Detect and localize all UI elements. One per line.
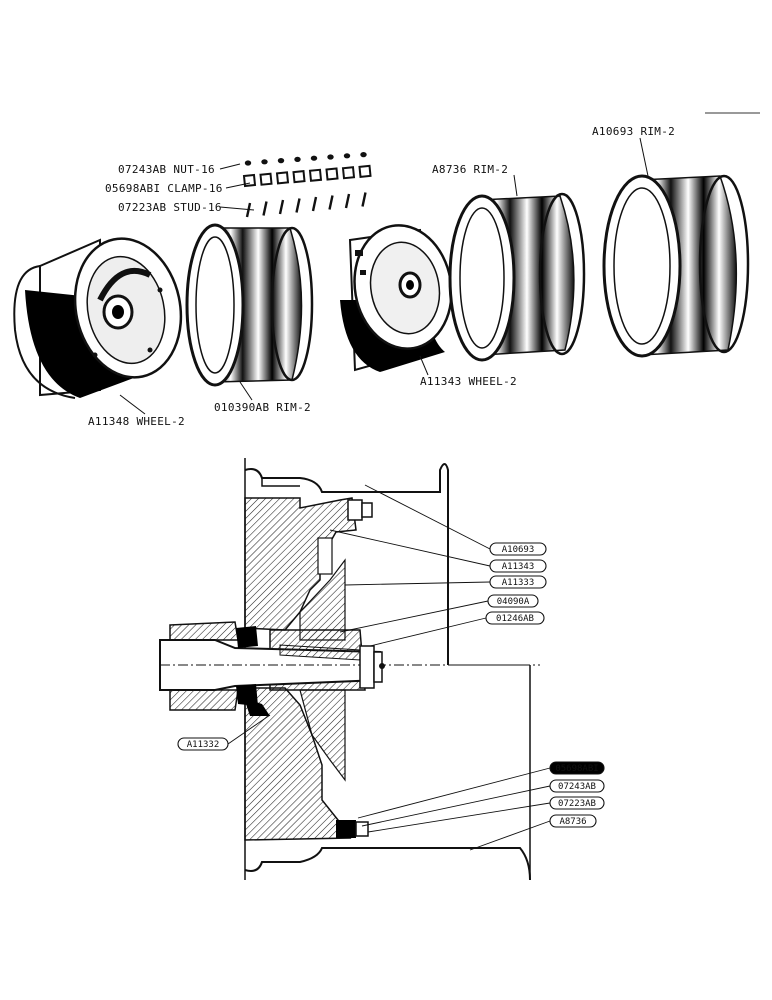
nut-icon: [360, 152, 367, 158]
callout-tag: [549, 814, 597, 828]
callout-text: A10693: [502, 545, 535, 555]
label-stud: 07223AB STUD-16: [118, 201, 222, 214]
nut-icon: [244, 160, 252, 166]
nut-icon: [327, 154, 334, 160]
clamp-icon: [259, 172, 273, 186]
label-rim-010390ab: 010390AB RIM-2: [214, 401, 311, 414]
stud-icon: [328, 195, 334, 210]
callout-leader: [357, 767, 551, 819]
nut-icon: [277, 158, 285, 164]
callout-tag: [177, 737, 229, 751]
rim-010390ab-drawing: [185, 223, 314, 387]
callout-tag: [487, 594, 539, 608]
callout-tag: [549, 779, 605, 793]
callout-leader: [329, 529, 491, 567]
callout-text: 01246AB: [496, 614, 534, 624]
label-clamp: 05698ABI CLAMP-16: [105, 182, 223, 195]
callout-tag: [485, 611, 545, 625]
stud-icon: [278, 199, 285, 215]
callout-text: A8736: [559, 817, 586, 827]
label-nut: 07243AB NUT-16: [118, 163, 215, 176]
wheel-a11348-drawing: [13, 237, 183, 399]
nut-icon: [294, 156, 301, 162]
clamp-icon: [341, 166, 356, 180]
clamp-icon: [325, 167, 339, 181]
callout-tag: [489, 559, 547, 573]
nut-icon: [310, 155, 318, 161]
callout-leader: [369, 617, 487, 647]
rim-a8736-drawing: [448, 192, 586, 362]
nut-icon: [343, 153, 351, 159]
callout-tag: [549, 796, 605, 810]
label-wheel-a11343: A11343 WHEEL-2: [420, 375, 517, 388]
label-rim-a10693: A10693 RIM-2: [592, 125, 675, 138]
callout-text: 07223AB: [558, 799, 596, 809]
callout-leader: [367, 802, 551, 833]
callout-text: 05698ABI: [555, 764, 598, 774]
stud-icon: [344, 193, 351, 209]
nut-icon: [261, 159, 268, 165]
callout-tag: [489, 575, 547, 589]
callout-leader: [339, 600, 489, 633]
clamp-icon: [292, 170, 306, 184]
clamp-icon: [275, 171, 290, 185]
clamp-icon: [358, 164, 372, 178]
callout-leader: [227, 714, 271, 745]
stud-icon: [295, 198, 301, 213]
wheel-a11343-drawing: [340, 224, 453, 372]
callout-leader: [469, 820, 551, 851]
callout-text: A11333: [502, 578, 535, 588]
callout-tag: [549, 761, 605, 775]
label-wheel-a11348: A11348 WHEEL-2: [88, 415, 185, 428]
rim-a10693-drawing: [602, 174, 750, 358]
stud-icon: [262, 201, 268, 216]
callout-text: A11343: [502, 562, 535, 572]
stud-icon: [311, 196, 318, 212]
callout-leader: [361, 785, 551, 827]
hardware-row: [242, 152, 372, 218]
callout-leader: [364, 484, 491, 550]
callout-text: 07243AB: [558, 782, 596, 792]
callout-text: A11332: [187, 740, 220, 750]
callout-tag: [489, 542, 547, 556]
clamp-icon: [308, 168, 323, 182]
callout-text: 04090A: [497, 597, 530, 607]
cross-section: [159, 458, 540, 881]
stud-icon: [361, 192, 367, 207]
callout-leader: [344, 581, 491, 586]
label-rim-a8736: A8736 RIM-2: [432, 163, 508, 176]
